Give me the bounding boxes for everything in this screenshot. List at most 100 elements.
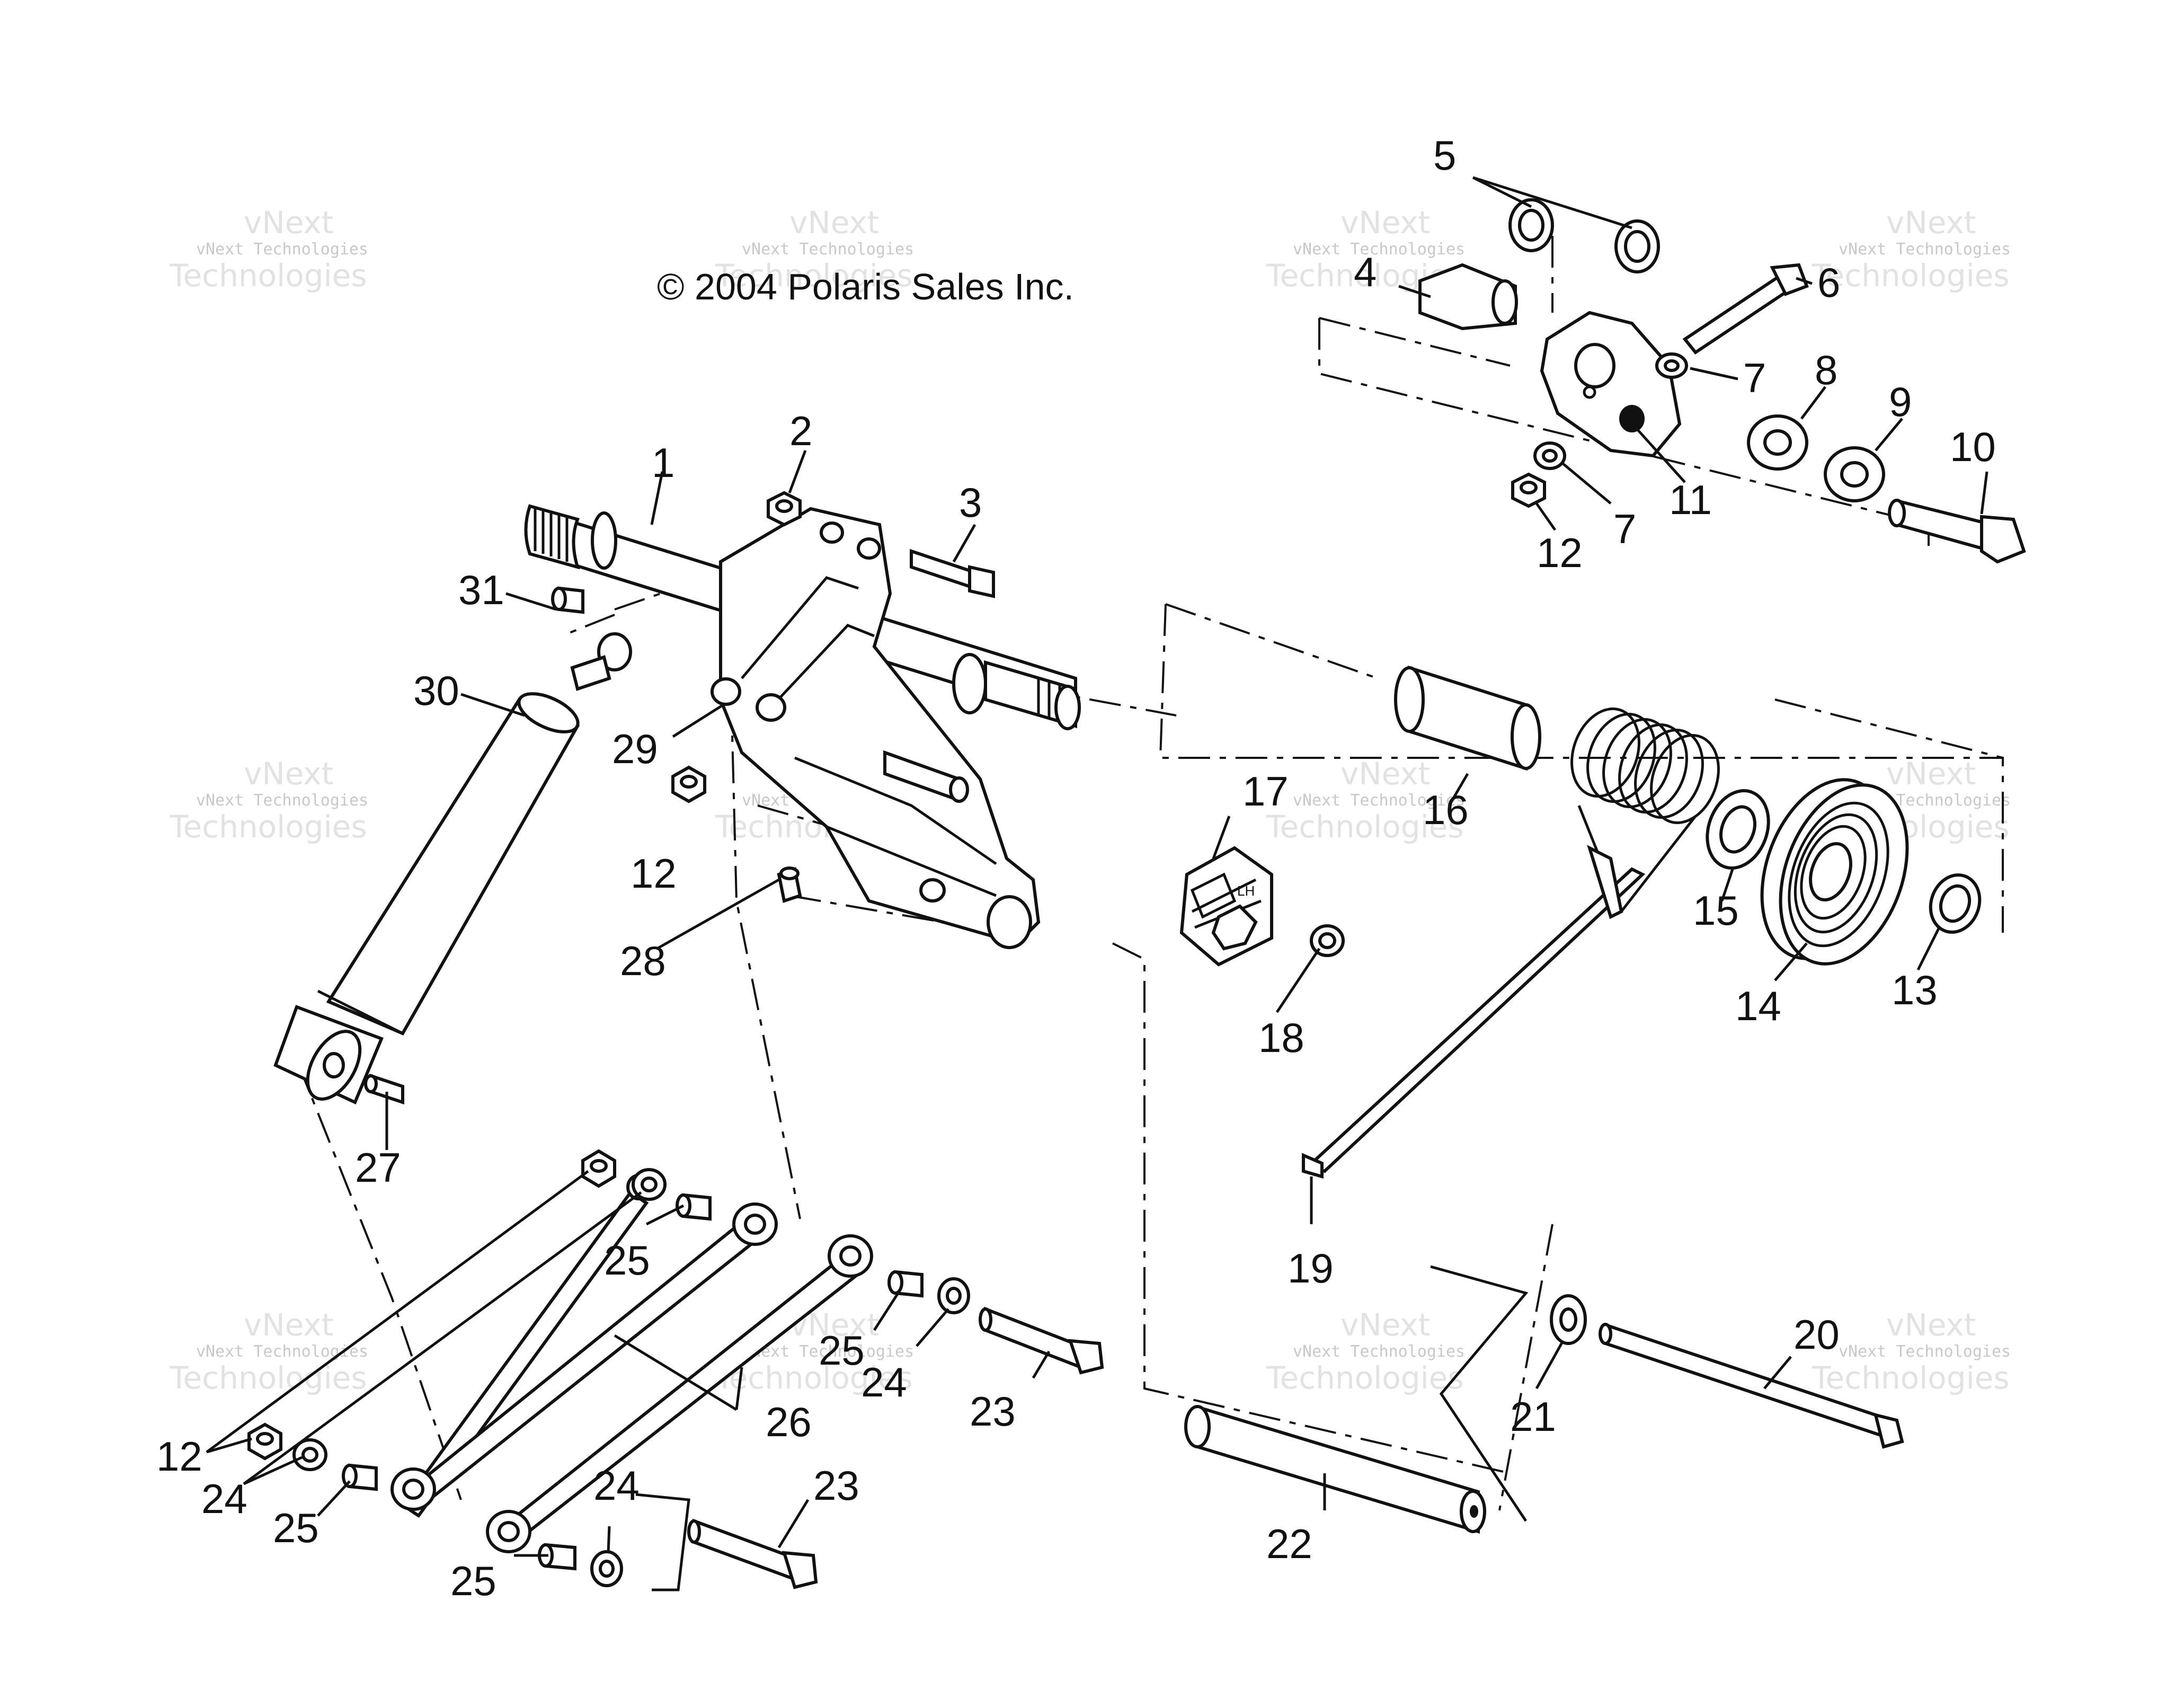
part-25-bushing-d — [538, 1543, 576, 1571]
watermark-text: vNext — [1340, 205, 1430, 241]
callout-7a: 7 — [1743, 355, 1766, 401]
watermark-text: vNext Technologies — [1293, 1342, 1465, 1361]
watermark-text: Technologies — [1266, 809, 1464, 845]
callout-8: 8 — [1815, 347, 1837, 393]
part-25-bushing-a — [676, 1193, 712, 1221]
callout-11: 11 — [1669, 476, 1712, 523]
part-12-nut — [671, 765, 706, 803]
watermark-text: vNext — [1886, 1307, 1976, 1343]
watermark-text: Technologies — [169, 258, 367, 294]
watermarks: vNext vNext Technologies Technologies vN… — [169, 205, 2011, 1396]
callout-25d: 25 — [450, 1558, 496, 1604]
callout-4: 4 — [1354, 249, 1377, 295]
part-11-pivot-block — [1540, 311, 1682, 458]
part-24-washer-c — [292, 1438, 327, 1471]
callout-10: 10 — [1950, 423, 1996, 470]
part-14-idler-wheel — [1760, 778, 1909, 966]
part-24-washer-d — [590, 1550, 623, 1587]
watermark-text: vNext Technologies — [196, 1342, 368, 1361]
callout-31: 31 — [458, 567, 504, 613]
callout-3: 3 — [959, 479, 982, 526]
part-17-spring-cap: LH — [1179, 846, 1273, 967]
part-25-bushing-b — [887, 1270, 924, 1298]
watermark-text: Technologies — [715, 258, 913, 294]
part-16-sleeve — [1394, 665, 1541, 771]
callout-5: 5 — [1433, 132, 1456, 179]
part-7-washer-lower — [1533, 441, 1566, 470]
callout-29: 29 — [612, 726, 658, 772]
callout-23b: 23 — [813, 1462, 859, 1509]
part-17-mark: LH — [1237, 883, 1255, 899]
part-31-bushing — [551, 586, 584, 614]
part-12-nut-upper — [1511, 472, 1546, 508]
part-7-washer-upper — [1655, 352, 1688, 379]
part-24-washer-b — [937, 1277, 970, 1314]
watermark-text: vNext Technologies — [196, 791, 368, 810]
callout-21: 21 — [1510, 1393, 1556, 1440]
callout-20: 20 — [1794, 1311, 1840, 1358]
watermark-text: vNext Technologies — [1293, 791, 1465, 810]
callout-labels: 1 2 3 4 5 6 7 7 8 9 10 11 12 12 12 13 14… — [156, 132, 1996, 1604]
callout-23a: 23 — [970, 1388, 1016, 1435]
watermark-text: vNext — [1340, 1307, 1430, 1343]
part-27-pin — [364, 1073, 404, 1105]
watermark-text: Technologies — [169, 809, 367, 845]
part-23-bolt-a — [979, 1306, 1104, 1375]
part-24-washer-a — [632, 1168, 667, 1201]
watermark-text: Technologies — [715, 1360, 913, 1396]
watermark-text: vNext — [789, 205, 879, 241]
callout-12c: 12 — [156, 1433, 202, 1480]
part-25-bushing-c — [342, 1463, 378, 1491]
callout-12b: 12 — [631, 850, 677, 897]
watermark-text: Technologies — [1812, 258, 2010, 294]
watermark-text: vNext Technologies — [742, 240, 914, 259]
leader-lines — [206, 176, 1988, 1557]
callout-13: 13 — [1892, 967, 1938, 1013]
part-9-washer — [1824, 446, 1885, 502]
part-23-bolt-b — [687, 1518, 818, 1589]
callout-28: 28 — [620, 937, 666, 984]
watermark-text: vNext Technologies — [196, 240, 368, 259]
watermark-text: vNext — [1340, 756, 1430, 792]
part-28-grease-fitting — [777, 866, 802, 903]
copyright-notice: © 2004 Polaris Sales Inc. — [657, 266, 1074, 307]
part-30-shock-absorber — [273, 632, 632, 1105]
callout-22: 22 — [1266, 1520, 1312, 1567]
callout-1: 1 — [652, 439, 674, 486]
watermark-text: vNext Technologies — [1839, 1342, 2011, 1361]
part-10-shoulder-bolt — [1888, 499, 2026, 564]
watermark-text: Technologies — [169, 1360, 367, 1396]
watermark-text: vNext Technologies — [1839, 240, 2011, 259]
part-12-nut-lower-b — [247, 1422, 282, 1461]
part-29-pivot-arm — [711, 507, 1041, 949]
watermark-text: vNext — [1886, 756, 1976, 792]
part-22-shaft — [1184, 1404, 1486, 1534]
watermark-text: vNext Technologies — [742, 1342, 914, 1361]
part-12-nut-lower-a — [581, 1149, 616, 1188]
part-6-bolt — [1682, 263, 1809, 355]
callout-18: 18 — [1258, 1014, 1304, 1061]
callout-2: 2 — [789, 408, 812, 454]
callout-24b: 24 — [201, 1475, 247, 1522]
callout-25c: 25 — [273, 1505, 319, 1551]
callout-24a: 24 — [861, 1359, 907, 1405]
callout-25b: 25 — [819, 1327, 865, 1374]
part-15-washer — [1706, 789, 1770, 870]
part-21-washer — [1550, 1294, 1587, 1345]
callout-26: 26 — [766, 1399, 812, 1445]
part-26-tie-rod-end-b — [486, 1510, 531, 1553]
callout-12a: 12 — [1537, 529, 1583, 576]
callout-30: 30 — [413, 667, 459, 714]
callout-24c: 24 — [593, 1462, 640, 1509]
watermark-text: vNext — [244, 756, 333, 792]
callout-27: 27 — [355, 1144, 401, 1191]
watermark-text: vNext — [244, 205, 333, 241]
callout-7b: 7 — [1613, 506, 1636, 552]
part-20-shaft — [1599, 1322, 1904, 1449]
part-3-bolt — [910, 549, 995, 598]
part-18-washer — [1310, 924, 1345, 957]
part-26-tie-rod-end — [390, 1467, 436, 1511]
callout-15: 15 — [1693, 887, 1739, 934]
callout-19: 19 — [1288, 1245, 1334, 1292]
